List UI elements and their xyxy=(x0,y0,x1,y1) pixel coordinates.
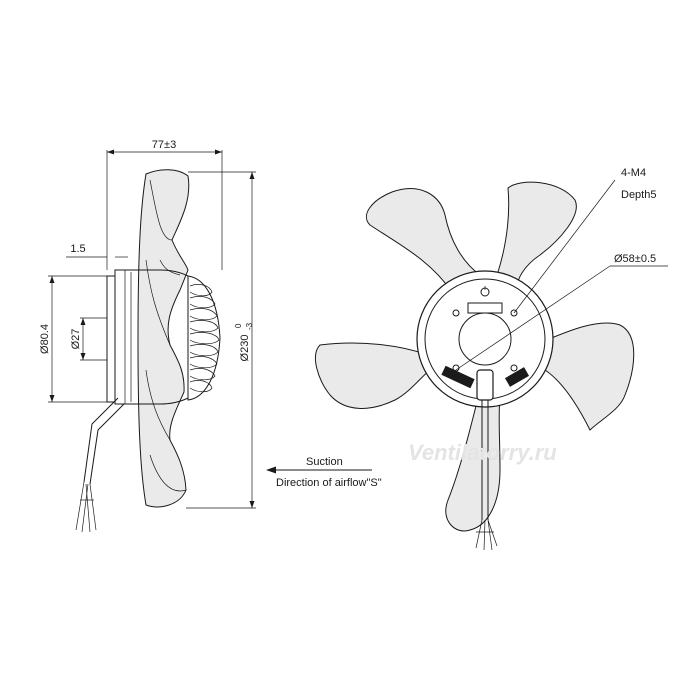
dim-width-label: 77±3 xyxy=(152,139,176,151)
front-connector-right xyxy=(504,367,530,387)
front-blade-2 xyxy=(497,181,577,292)
front-mount-hole-4 xyxy=(510,364,518,372)
mount-thread-label: 4-M4 xyxy=(621,167,646,179)
side-blade-line-4 xyxy=(149,454,187,492)
side-motor-flange xyxy=(106,275,116,403)
dim-shaft-label: Ø27 xyxy=(70,329,82,350)
side-blade-line-5 xyxy=(159,259,181,276)
front-cable xyxy=(481,400,489,520)
front-blades xyxy=(315,181,635,532)
watermark: Ventilatorry.ru xyxy=(408,440,557,465)
side-blade-line-3 xyxy=(145,369,171,441)
front-blade-4 xyxy=(445,397,501,532)
dim-motor-label: Ø80.4 xyxy=(39,324,51,354)
side-rotor-dome xyxy=(187,275,221,401)
airflow-direction-label: Direction of airflow"S" xyxy=(276,477,382,489)
airflow-arrowhead xyxy=(266,466,276,474)
side-blade-line-2 xyxy=(145,259,171,346)
side-blade-line-1 xyxy=(149,179,173,241)
mount-depth-label: Depth5 xyxy=(621,189,656,201)
front-blade-3 xyxy=(541,322,635,431)
dim-blade-tol-lower: -3 xyxy=(245,322,254,330)
dim-blade-tol-upper: 0 xyxy=(234,323,243,328)
dim-flange-label: 1.5 xyxy=(70,243,85,255)
airflow-suction-label: Suction xyxy=(306,456,343,468)
bolt-circle-leader xyxy=(446,265,611,377)
mount-thread-leader xyxy=(513,179,616,314)
bolt-circle-label: Ø58±0.5 xyxy=(614,253,656,265)
side-rotor-fins xyxy=(189,284,220,393)
front-hub-label-plate xyxy=(467,302,503,314)
dim-blade-label: Ø230 xyxy=(239,335,251,362)
front-cable-gland xyxy=(476,369,494,401)
front-view: Ø58±0.5 4-M4 Depth5 xyxy=(315,167,668,551)
dim-blade-label-group: Ø230 0 -3 xyxy=(234,322,254,361)
side-blade-profile xyxy=(137,169,190,508)
front-blade-5 xyxy=(315,342,431,409)
side-cable-lead-b xyxy=(85,483,97,533)
front-cable-leads xyxy=(475,519,498,551)
front-connector-left xyxy=(441,365,475,389)
side-view: 77±3 1.5 Ø80.4 Ø27 Ø230 0 -3 Suction Dir… xyxy=(39,139,382,533)
front-mount-hole-2 xyxy=(510,309,518,317)
front-mount-hole-1 xyxy=(452,309,460,317)
side-cable xyxy=(83,397,125,485)
front-blade-1 xyxy=(365,188,481,293)
